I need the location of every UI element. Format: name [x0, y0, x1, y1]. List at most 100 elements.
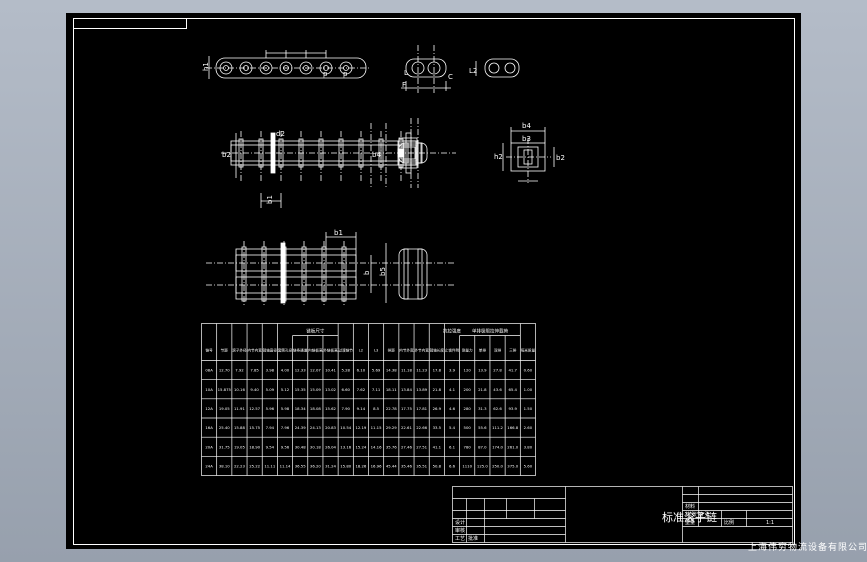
- table-cell: 12.57: [249, 406, 260, 411]
- dim-F: F: [402, 81, 406, 89]
- table-cell: 125.0: [477, 463, 488, 468]
- table-cell: 35.51: [416, 463, 427, 468]
- table-cell: 19.05: [234, 444, 245, 449]
- table-cell: 13.9: [478, 368, 487, 373]
- side-pin: [283, 65, 289, 71]
- dim-b4: b4: [372, 151, 381, 159]
- table-cell: 9.14: [357, 406, 366, 411]
- drawing-sheet: h1 p p L F C L2: [66, 13, 867, 553]
- dim-dbl-b1: b1: [334, 229, 343, 237]
- table-cell: 10.54: [340, 425, 351, 430]
- table-cell: 5.09: [266, 387, 275, 392]
- tb-left-row-1: 设计: [455, 519, 465, 526]
- table-col-header: 内链板高: [308, 348, 323, 353]
- table-cell: 13.02: [325, 387, 336, 392]
- table-col-header: 三排: [509, 348, 517, 353]
- side-pin: [323, 65, 329, 71]
- top-pin: [378, 138, 384, 168]
- dim-p2: p: [343, 70, 348, 78]
- table-cell: 22.23: [234, 463, 245, 468]
- tb-left-row-2: 审核: [455, 527, 465, 534]
- table-cell: 7.85: [250, 368, 259, 373]
- table-cell: 12.19: [355, 425, 366, 430]
- table-col-header: 节距: [221, 348, 229, 353]
- table-cell: 15.875: [218, 387, 232, 392]
- side-roller: [219, 61, 233, 75]
- table-cell: 18.11: [386, 387, 397, 392]
- table-cell: 18.26: [355, 463, 366, 468]
- table-cell: 36.20: [310, 463, 321, 468]
- table-cell: 15.75: [249, 425, 260, 430]
- dim-dbl-b5: b5: [379, 267, 387, 276]
- table-cell: 11.15: [371, 425, 382, 430]
- table-cell: 5.69: [372, 368, 381, 373]
- tb-left-row-4: 批准: [468, 535, 478, 542]
- table-cell: 15.62: [325, 406, 336, 411]
- table-col-header: 销轴直径: [263, 348, 278, 353]
- table-cell: 261.0: [507, 444, 518, 449]
- table-cell: 16.96: [371, 463, 382, 468]
- table-cell: 12.07: [310, 368, 321, 373]
- table-col-header: L3: [374, 349, 378, 353]
- table-cell: 33.5: [433, 425, 442, 430]
- table-cell: 26.04: [325, 444, 336, 449]
- table-cell: 20.83: [325, 425, 336, 430]
- table-col-header: 每米质量: [521, 348, 536, 353]
- drawing-title: 标准滚子链: [662, 511, 717, 524]
- table-cell: 5.12: [281, 387, 290, 392]
- table-group-header: 抗拉强度: [443, 328, 461, 335]
- table-cell: 5.4: [449, 425, 456, 430]
- table-cell: 11.23: [416, 368, 427, 373]
- table-col-header: 滚子外径: [232, 348, 247, 353]
- dim-h1: h1: [202, 62, 210, 71]
- dim-dbl-b: b: [363, 270, 371, 275]
- table-cell: 120: [464, 368, 472, 373]
- side-pin: [243, 65, 249, 71]
- table-cell: 18.90: [249, 444, 260, 449]
- table-col-header: 外节内宽: [414, 348, 429, 353]
- top-pin: [278, 138, 284, 168]
- side-roller: [319, 61, 333, 75]
- table-cell: 27.8: [493, 368, 502, 373]
- table-cell: 55.6: [478, 425, 487, 430]
- table-cell: 25.22: [249, 463, 260, 468]
- top-view: [221, 123, 456, 208]
- table-cell: 15.09: [310, 387, 321, 392]
- tb-right-row-3: 重量: [685, 519, 695, 526]
- table-cell: 41.1: [433, 444, 442, 449]
- dim-L: L: [404, 69, 408, 77]
- table-cell: 5.98: [281, 406, 290, 411]
- tb-right-row-2: 比例: [724, 519, 734, 526]
- dim-b1: b1: [266, 195, 274, 204]
- table-cell: 30.18: [310, 444, 321, 449]
- table-cell: 22.61: [401, 425, 412, 430]
- table-col-header: 测量力: [462, 348, 473, 353]
- table-cell: 9.56: [281, 444, 290, 449]
- table-cell: 3.80: [524, 444, 533, 449]
- top-pin: [298, 138, 304, 168]
- table-cell: 166.8: [507, 425, 518, 430]
- table-cell: 41.7: [508, 368, 517, 373]
- table-cell: 17.75: [401, 406, 412, 411]
- table-cell: 65.4: [508, 387, 517, 392]
- top-pin: [238, 138, 244, 168]
- table-cell: 15.35: [295, 387, 306, 392]
- end-view: [401, 45, 520, 93]
- table-cell: 7.11: [372, 387, 381, 392]
- table-cell: 7.90: [341, 406, 350, 411]
- dim-C: C: [448, 73, 453, 81]
- tb-left-row-3: 工艺: [455, 536, 465, 542]
- table-group-header: 链板尺寸: [306, 328, 324, 335]
- side-pin: [303, 65, 309, 71]
- table-cell: 26.9: [433, 406, 442, 411]
- table-col-header: 链条通道: [293, 348, 308, 353]
- table-cell: 12A: [205, 406, 213, 411]
- table-cell: 24.13: [310, 425, 321, 430]
- table-cell: 5.28: [341, 368, 350, 373]
- table-cell: 111.2: [492, 425, 503, 430]
- side-roller: [339, 61, 353, 75]
- table-cell: 31.24: [325, 463, 336, 468]
- table-cell: 36.55: [295, 463, 306, 468]
- table-cell: 13.84: [401, 387, 412, 392]
- table-cell: 10A: [205, 387, 213, 392]
